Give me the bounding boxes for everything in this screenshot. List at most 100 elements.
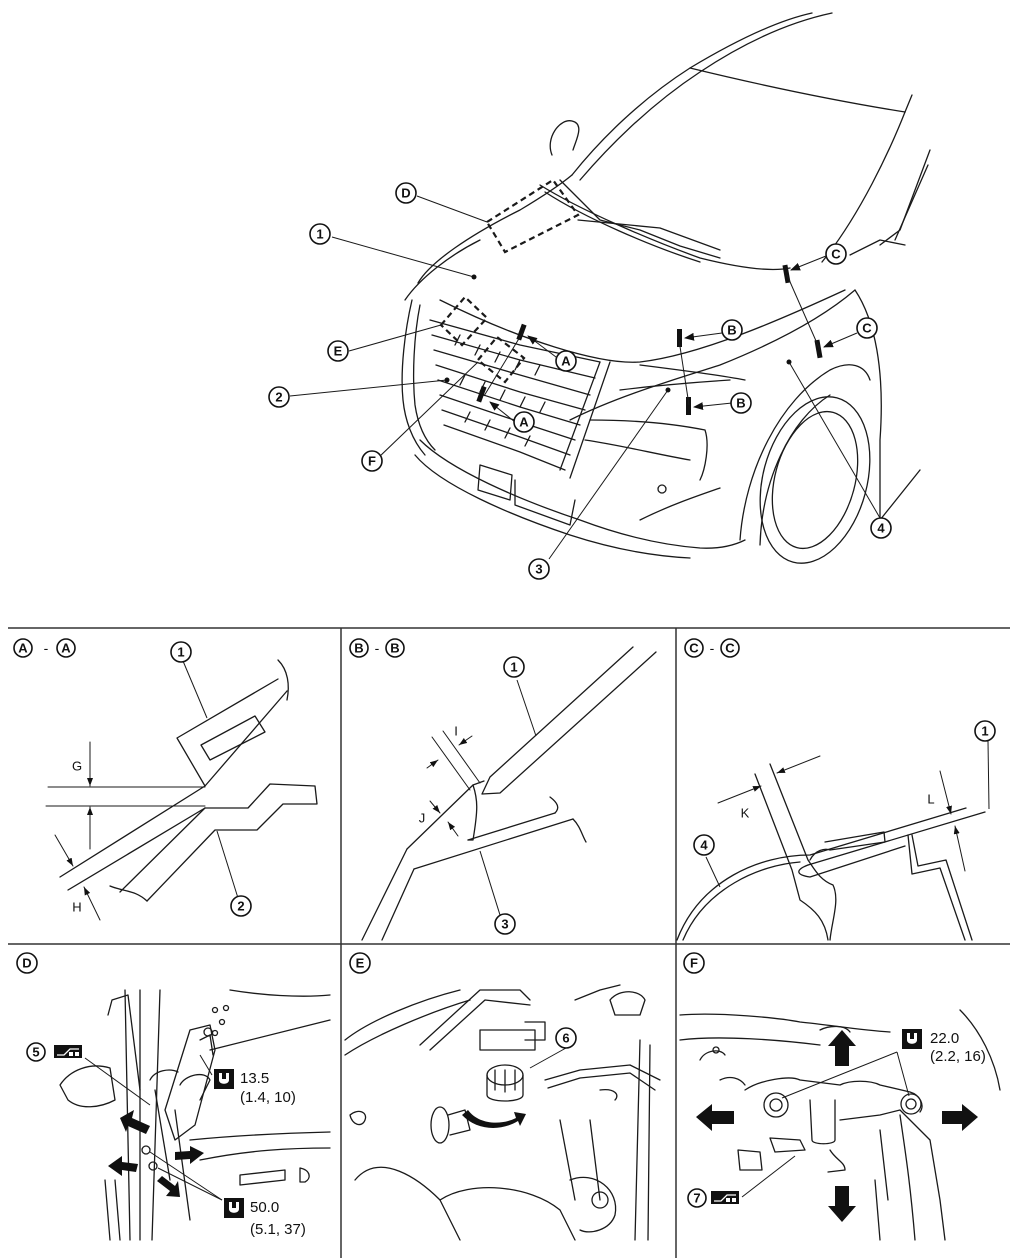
connector-disconnect-icon	[711, 1191, 739, 1204]
panel-section-b-b: B - B I J 1 3	[349, 638, 657, 941]
callout-3-main: 3	[528, 558, 550, 580]
callout-1-bb: 1	[503, 656, 525, 678]
svg-text:7: 7	[693, 1191, 700, 1206]
move-arrow-down-right-icon	[157, 1176, 180, 1197]
dim-label-i: I	[454, 724, 458, 739]
callout-5: 5	[26, 1042, 46, 1062]
panel-section-a-a: A - A G H 1 2	[13, 638, 318, 921]
svg-text:D: D	[22, 956, 31, 971]
section-ref-a-lower: A	[513, 411, 535, 433]
main-car-view	[289, 12, 931, 564]
section-a-markers	[476, 323, 561, 423]
panel-title-a-a: A - A	[13, 638, 76, 658]
svg-text:C: C	[831, 247, 841, 262]
dim-label-h: H	[72, 900, 81, 915]
torque-wrench-icon	[224, 1198, 244, 1218]
sensor-icon	[657, 484, 667, 494]
svg-text:B: B	[390, 641, 399, 656]
svg-text:3: 3	[501, 917, 508, 932]
svg-text:2: 2	[237, 899, 244, 914]
svg-text:1: 1	[981, 724, 988, 739]
callout-1-aa: 1	[170, 641, 192, 663]
callout-6: 6	[555, 1027, 577, 1049]
panel-title-d: D	[16, 952, 38, 974]
svg-text:-: -	[44, 640, 49, 656]
callout-1-cc: 1	[974, 720, 996, 742]
svg-text:C: C	[862, 321, 872, 336]
move-arrow-left-icon	[108, 1156, 138, 1176]
dim-label-k: K	[741, 806, 750, 821]
detail-ref-d: D	[395, 182, 417, 204]
svg-text:D: D	[401, 186, 410, 201]
headlamp-bulb-illustration	[344, 984, 661, 1241]
panel-detail-e: E 6	[344, 952, 661, 1241]
callout-4-cc: 4	[693, 834, 715, 856]
svg-text:1: 1	[177, 645, 184, 660]
move-arrow-left-icon	[696, 1104, 734, 1131]
detail-ref-f: F	[361, 450, 383, 472]
section-ref-b-upper: B	[721, 319, 743, 341]
callout-4-main: 4	[870, 517, 892, 539]
detail-box-e	[439, 295, 489, 347]
front-bumper	[414, 364, 746, 559]
dim-label-l: L	[927, 792, 934, 807]
detail-ref-e: E	[327, 340, 349, 362]
svg-text:F: F	[690, 956, 698, 971]
svg-text:C: C	[725, 641, 735, 656]
panel-detail-d: D	[16, 952, 331, 1241]
move-arrow-up-left-icon	[120, 1110, 150, 1134]
svg-text:1: 1	[316, 227, 323, 242]
section-ref-b-lower: B	[730, 392, 752, 414]
detail-box-f	[476, 335, 526, 384]
windshield	[571, 12, 931, 263]
svg-text:A: A	[561, 354, 571, 369]
svg-text:B: B	[736, 396, 745, 411]
svg-text:4: 4	[700, 838, 708, 853]
section-c-markers	[782, 255, 858, 359]
svg-text:E: E	[356, 956, 365, 971]
side-mirror	[549, 120, 580, 156]
svg-text:22.0: 22.0	[930, 1030, 959, 1047]
section-ref-c-lower: C	[856, 317, 878, 339]
dim-label-j: J	[419, 811, 426, 826]
wipers	[539, 179, 791, 271]
svg-text:13.5: 13.5	[240, 1070, 269, 1087]
callout-3-bb: 3	[494, 913, 516, 935]
torque-wrench-icon	[902, 1029, 922, 1049]
rotate-arrow-icon	[462, 1110, 526, 1128]
svg-text:B: B	[354, 641, 363, 656]
torque-spec-22-0: 22.0 (2.2, 16)	[902, 1029, 986, 1065]
callout-2-main: 2	[268, 386, 290, 408]
svg-text:(1.4, 10): (1.4, 10)	[240, 1089, 296, 1106]
svg-text:(2.2, 16): (2.2, 16)	[930, 1048, 986, 1065]
svg-text:A: A	[61, 641, 71, 656]
svg-text:2: 2	[275, 390, 282, 405]
torque-spec-50-0: 50.0 (5.1, 37)	[224, 1198, 306, 1238]
panel-section-c-c: C - C K L 1 4	[676, 638, 996, 941]
section-ref-a-upper: A	[555, 350, 577, 372]
front-fender-wheel	[739, 239, 921, 564]
svg-text:-: -	[710, 640, 715, 656]
svg-text:(5.1, 37): (5.1, 37)	[250, 1221, 306, 1238]
panel-title-c-c: C - C	[684, 638, 740, 658]
move-arrow-up-icon	[828, 1030, 856, 1066]
hood-lock-illustration	[679, 1009, 1001, 1241]
hood-hinge-illustration	[59, 989, 331, 1241]
section-ref-c-upper: C	[825, 243, 847, 265]
panel-title-b-b: B - B	[349, 638, 405, 658]
svg-text:4: 4	[877, 521, 885, 536]
svg-text:-: -	[375, 640, 380, 656]
connector-disconnect-icon	[54, 1045, 82, 1058]
move-arrow-right-icon	[942, 1104, 978, 1131]
svg-text:A: A	[18, 641, 28, 656]
hood	[404, 174, 856, 421]
svg-text:A: A	[519, 415, 529, 430]
move-arrow-right-icon	[175, 1146, 204, 1164]
move-arrow-down-icon	[828, 1186, 856, 1222]
dim-label-g: G	[72, 759, 82, 774]
panel-grid	[8, 627, 1010, 1258]
callout-leaders	[289, 195, 881, 560]
svg-text:B: B	[727, 323, 736, 338]
panel-detail-f: F	[679, 952, 1001, 1241]
